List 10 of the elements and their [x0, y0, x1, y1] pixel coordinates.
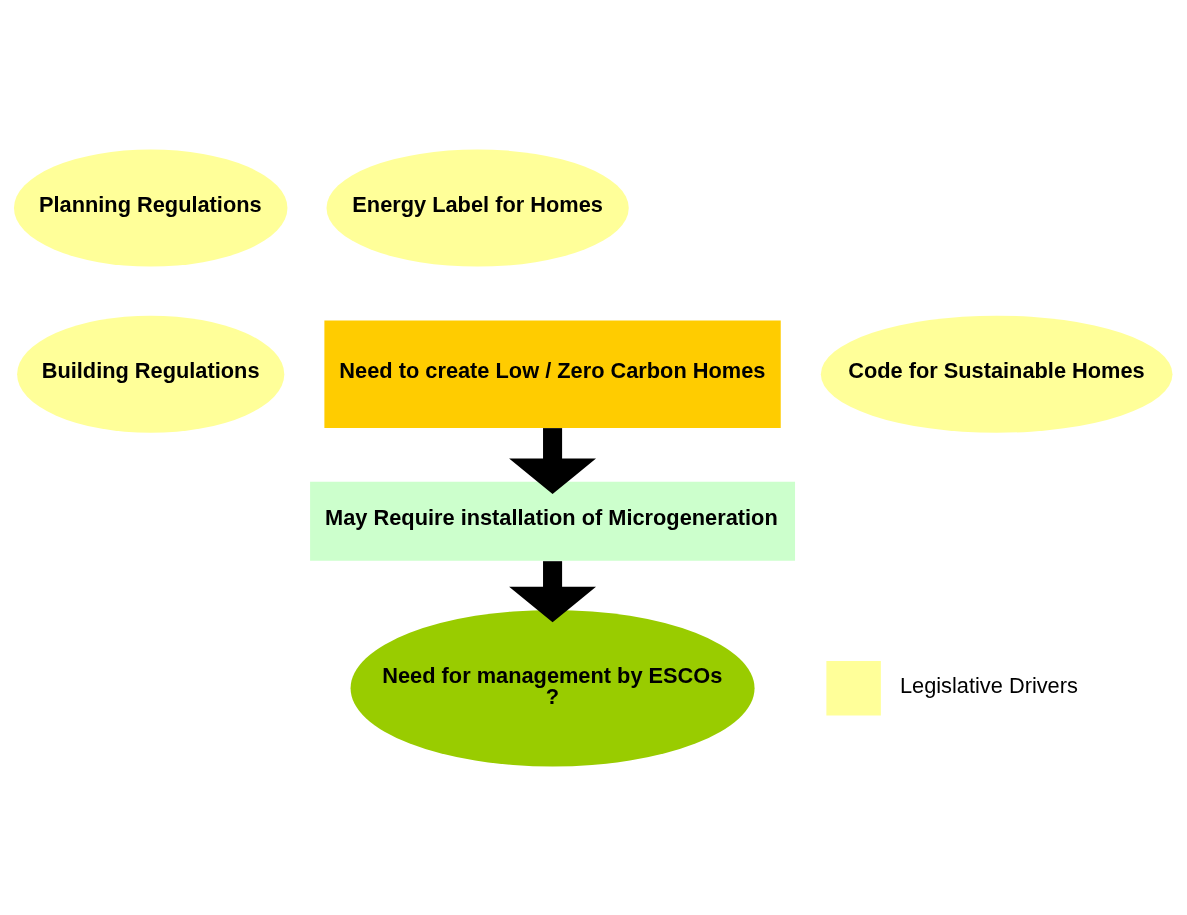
- node-ellipse: Building Regulations: [17, 315, 285, 433]
- arrow: [509, 427, 596, 494]
- node-ellipse: Energy Label for Homes: [326, 148, 629, 267]
- arrow: [509, 560, 596, 622]
- node-box: May Require installation of Microgeneration: [310, 481, 796, 561]
- node-ellipse: Code for Sustainable Homes: [820, 315, 1173, 433]
- legend-label: Legislative Drivers: [899, 672, 1078, 698]
- node-box: Need to create Low / Zero Carbon Homes: [324, 319, 781, 428]
- node-ellipse: Need for management by ESCOs ?: [350, 609, 755, 767]
- node-ellipse: Planning Regulations: [13, 148, 288, 267]
